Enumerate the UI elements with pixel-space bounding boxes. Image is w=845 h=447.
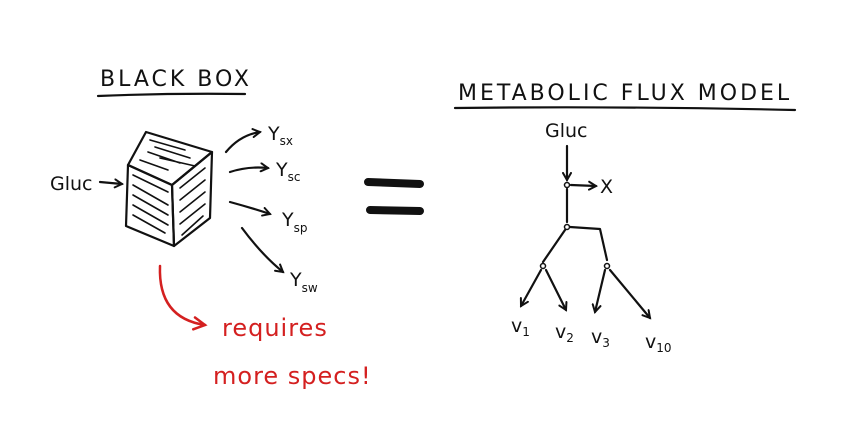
black-box-input-arrow [98,182,122,184]
flux-branch-x-arrow [569,185,596,186]
black-box-title: BLACK BOX [100,67,252,92]
output-label-sp: Ysp [281,209,307,235]
output-label-sc: Ysc [275,159,300,184]
requires-specs-arrow [158,264,208,331]
output-arrow-sc [228,168,268,174]
output-arrow-sp [228,200,270,214]
flux-leaf-v10: v10 [645,331,672,355]
flux-node-right [603,262,611,270]
flux-leaf-v3: v3 [591,326,610,350]
black-box-section: BLACK BOX Gluc Ysx Ysc Ysp Ys [50,67,372,390]
flux-model-title: METABOLIC FLUX MODEL [458,81,792,106]
flux-edge-v10 [608,268,650,318]
output-label-sx: Ysx [267,123,293,148]
black-box-input-label: Gluc [50,173,93,195]
black-box-cube [124,130,214,248]
output-label-sw: Ysw [289,269,318,295]
requires-note-line2: more specs! [213,362,372,390]
output-arrow-sw [240,226,283,272]
equals-sign [364,178,424,215]
black-box-title-underline [96,92,247,98]
flux-leaf-v1: v1 [511,315,530,339]
flux-edge-v3 [595,268,607,312]
flux-node-left [539,262,547,270]
flux-node-1 [563,181,571,189]
requires-note-line1: requires [222,314,328,342]
flux-branch-x-label: X [600,176,613,198]
flux-edge-v2 [544,268,566,310]
flux-edge-v1 [519,268,543,306]
flux-model-section: METABOLIC FLUX MODEL Gluc X v1 v2 v3 v10 [453,81,797,355]
flux-leaf-v2: v2 [555,321,574,345]
flux-model-title-underline [453,106,797,112]
output-arrow-sx [224,132,260,154]
flux-edge-right [568,225,609,262]
flux-edge-left [541,228,567,264]
cube-right-face [170,150,214,248]
flux-input-label: Gluc [545,120,588,142]
flux-node-2 [563,223,571,231]
cube-top-face [126,130,214,187]
